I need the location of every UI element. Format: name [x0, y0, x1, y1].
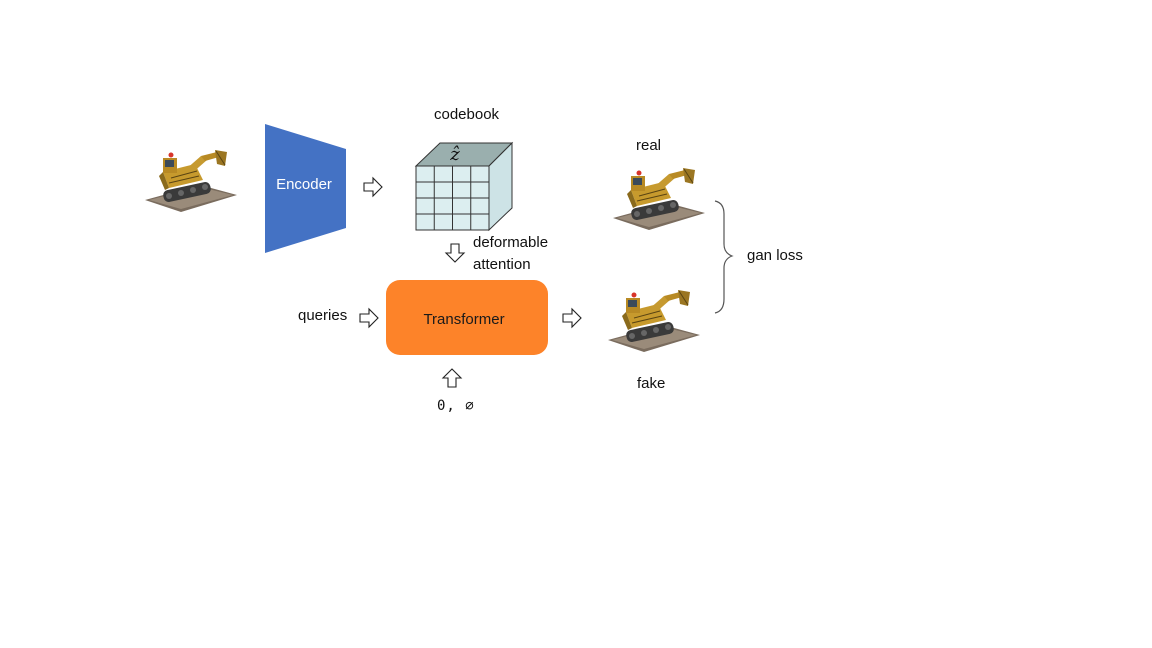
codebook-grid: [416, 166, 489, 230]
arrow-encoder-to-codebook: [363, 177, 383, 197]
transformer-label: Transformer: [423, 311, 504, 328]
gan-loss-brace: [714, 200, 734, 314]
real-label: real: [636, 137, 662, 154]
attention-label: attention: [473, 256, 531, 273]
encoder-shape: [265, 124, 346, 253]
queries-label: queries: [298, 307, 348, 324]
codebook-label: codebook: [434, 106, 500, 123]
arrow-queries-to-transformer: [359, 308, 379, 328]
codebook-cube: ẑ: [414, 141, 514, 232]
deformable-label: deformable: [473, 234, 549, 251]
encoder-block: Encoder: [265, 124, 346, 253]
arrow-transformer-to-fake: [562, 308, 582, 328]
arrow-inputs-to-transformer: [442, 368, 462, 388]
transformer-shape: [386, 280, 548, 355]
real-image: [612, 167, 706, 231]
fake-label: fake: [637, 375, 666, 392]
gan-loss-label: gan loss: [747, 247, 803, 264]
fake-image: [607, 289, 701, 353]
encoder-label: Encoder: [276, 176, 332, 193]
transformer-block: Transformer: [386, 280, 548, 355]
input-image: [144, 149, 238, 213]
inputs-label: 0, ∅: [437, 398, 475, 414]
arrow-codebook-to-transformer: [445, 243, 465, 263]
codebook-symbol: ẑ: [449, 144, 460, 165]
